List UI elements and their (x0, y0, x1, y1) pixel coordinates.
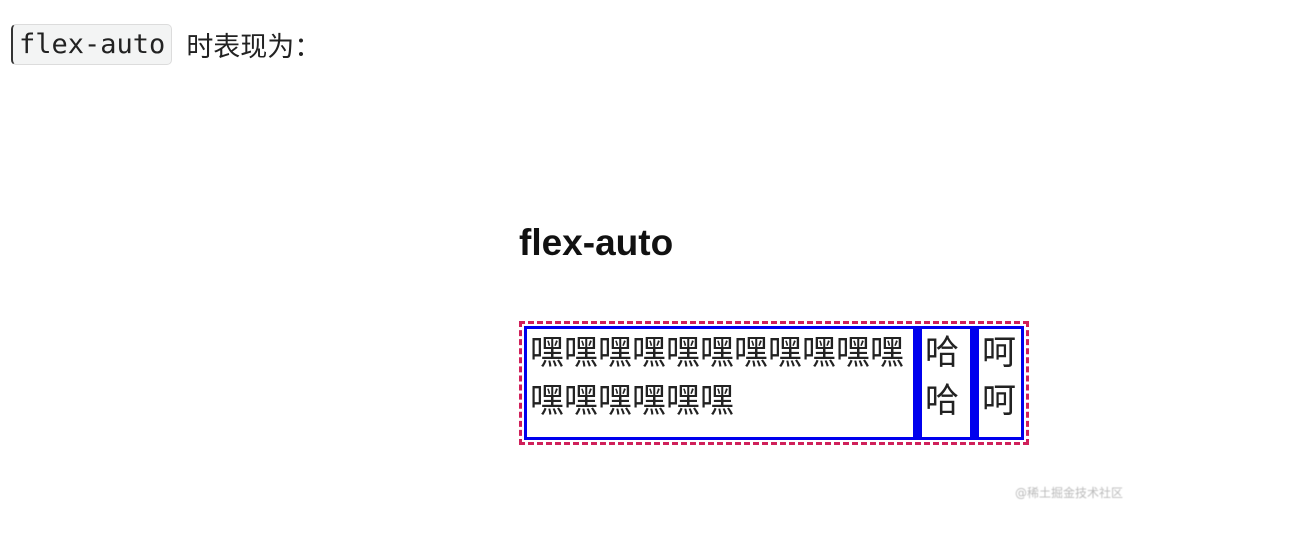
intro-text: 时表现为： (186, 32, 322, 63)
inline-code: flex-auto (11, 24, 173, 65)
demo-title: flex-auto (519, 222, 674, 263)
flex-container: 嘿嘿嘿嘿嘿嘿嘿嘿嘿嘿嘿嘿嘿嘿嘿嘿嘿 哈哈 呵呵 (519, 321, 1029, 445)
watermark: @稀土掘金技术社区 (1015, 486, 1124, 500)
flex-item-2: 哈哈 (916, 326, 973, 440)
flex-item-1: 嘿嘿嘿嘿嘿嘿嘿嘿嘿嘿嘿嘿嘿嘿嘿嘿嘿 (524, 326, 916, 440)
intro-line: flex-auto 时表现为： (11, 24, 321, 65)
flex-item-3: 呵呵 (973, 326, 1024, 440)
